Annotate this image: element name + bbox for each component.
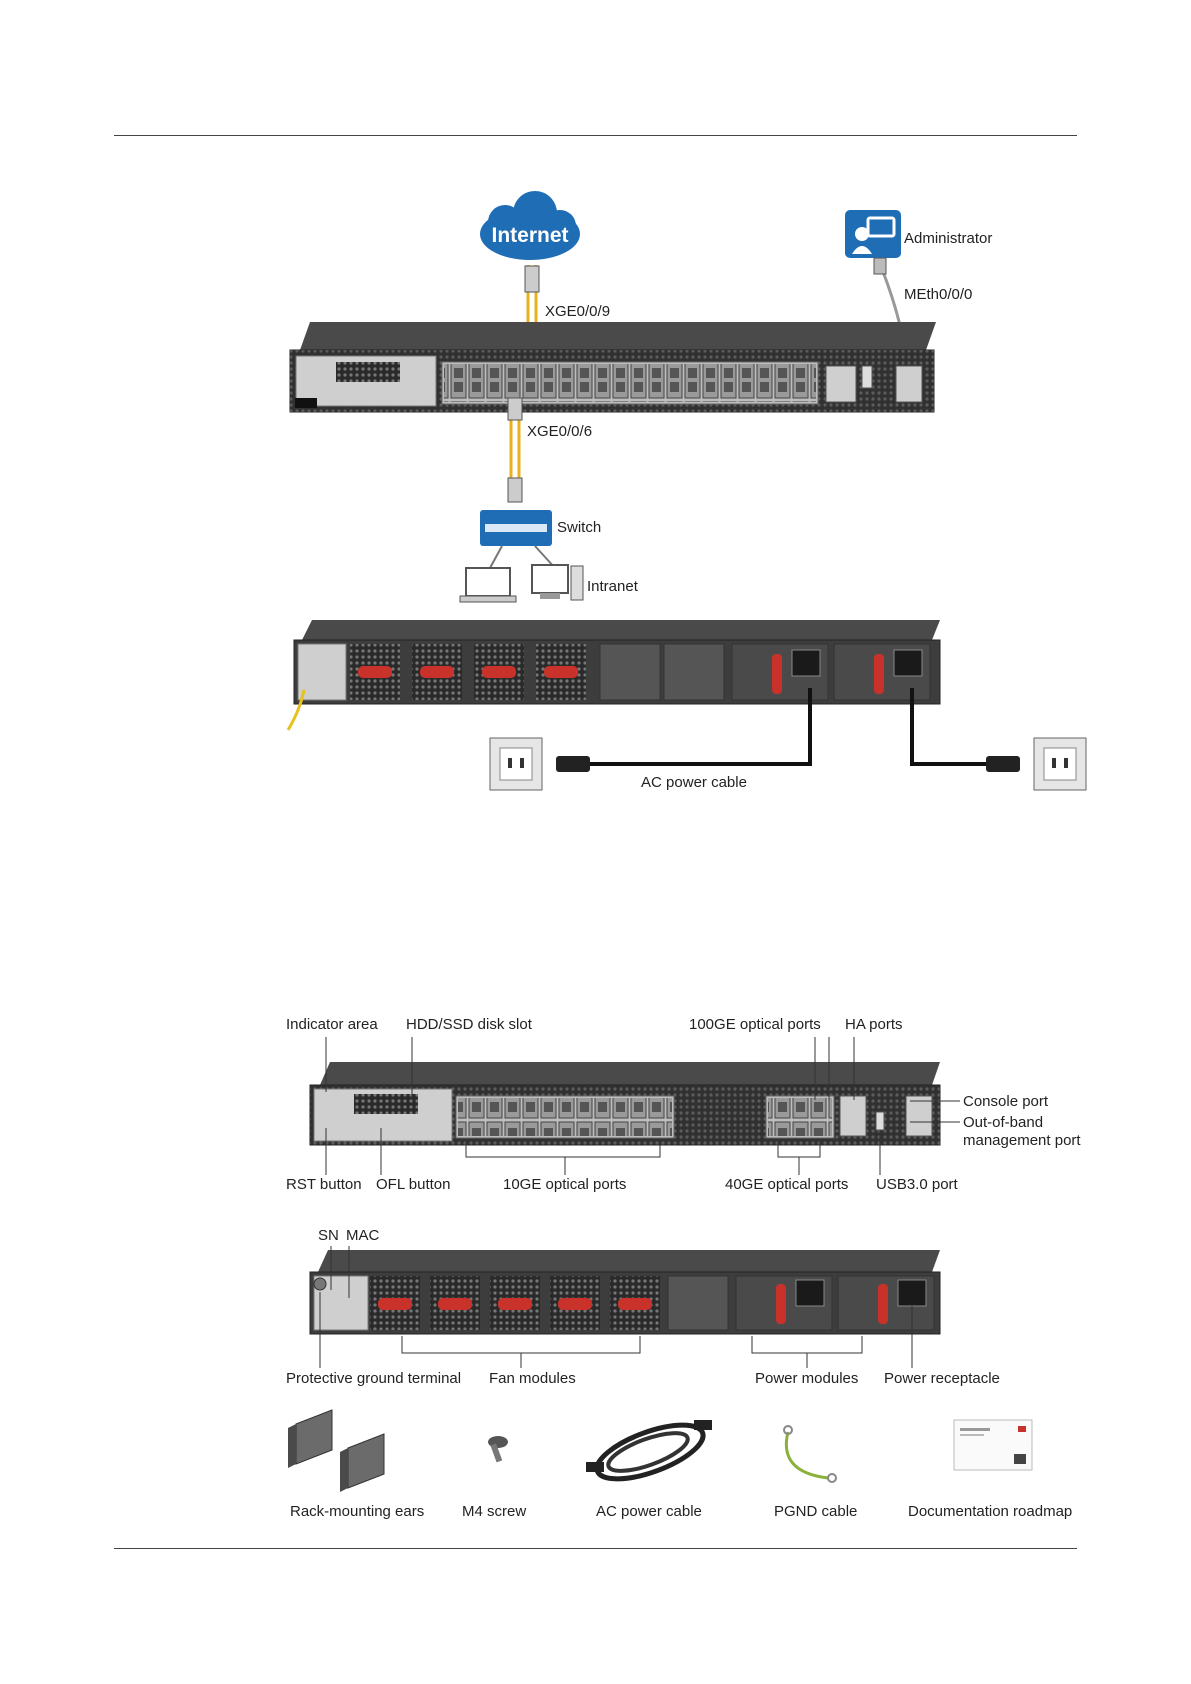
- rack-ears-label: Rack-mounting ears: [290, 1503, 424, 1520]
- front-leader-lines: [325, 1037, 960, 1175]
- ha-ports-label: HA ports: [845, 1016, 903, 1033]
- device-front-top: [289, 322, 936, 413]
- xge9-label: XGE0/0/9: [545, 303, 610, 320]
- pc-icon: [531, 564, 584, 601]
- switch-link-laptop: [489, 545, 503, 569]
- pgnd-cable-icon: [783, 1425, 837, 1483]
- m4-screw-icon: [488, 1436, 508, 1463]
- administrator-label: Administrator: [904, 230, 992, 247]
- device-front-panel: [309, 1062, 941, 1146]
- ac-cable-right: [910, 688, 990, 766]
- footer-rule: [114, 1548, 1077, 1549]
- socket-left: [489, 737, 543, 791]
- rack-ears-icon: [288, 1409, 385, 1492]
- device-rear-panel: [309, 1250, 941, 1335]
- fan-modules-label: Fan modules: [489, 1370, 576, 1387]
- ac-plug-right: [986, 756, 1020, 772]
- socket-right: [1033, 737, 1087, 791]
- header-rule: [114, 135, 1077, 136]
- meth-label: MEth0/0/0: [904, 286, 972, 303]
- documentation-roadmap-icon: [953, 1419, 1033, 1471]
- ac-power-cable-icon: [586, 1420, 712, 1482]
- fiber-xge6: [507, 397, 523, 503]
- internet-cloud: Internet: [480, 191, 580, 260]
- m4-screw-label: M4 screw: [462, 1503, 526, 1520]
- ground-terminal-label: Protective ground terminal: [286, 1370, 461, 1387]
- optical-100ge-label: 100GE optical ports: [689, 1016, 821, 1033]
- console-port-label: Console port: [963, 1093, 1049, 1110]
- ac-power-cable-accessory-label: AC power cable: [596, 1503, 702, 1520]
- usb-port-label: USB3.0 port: [876, 1176, 959, 1193]
- switch-label: Switch: [557, 519, 601, 536]
- ofl-button-label: OFL button: [376, 1176, 451, 1193]
- power-modules-label: Power modules: [755, 1370, 858, 1387]
- ac-plug-left: [556, 756, 590, 772]
- laptop-icon: [459, 567, 517, 603]
- ac-cable-left: [588, 688, 812, 766]
- oob-label-line1: Out-of-band: [963, 1114, 1043, 1131]
- hdd-slot-label: HDD/SSD disk slot: [406, 1016, 533, 1033]
- rear-leader-lines: [319, 1246, 913, 1368]
- documentation-roadmap-label: Documentation roadmap: [908, 1503, 1072, 1520]
- xge6-label: XGE0/0/6: [527, 423, 592, 440]
- sn-label: SN: [318, 1227, 339, 1244]
- optical-40ge-label: 40GE optical ports: [725, 1176, 848, 1193]
- switch-icon: [480, 510, 552, 546]
- oob-label-line2: management port: [963, 1132, 1081, 1149]
- ground-wire-top: [286, 689, 306, 731]
- meth-connector: [873, 257, 887, 275]
- internet-label: Internet: [491, 224, 568, 247]
- ac-power-cable-label: AC power cable: [641, 774, 747, 791]
- power-receptacle-label: Power receptacle: [884, 1370, 1000, 1387]
- indicator-area-label: Indicator area: [286, 1016, 378, 1033]
- administrator-icon: [845, 210, 901, 258]
- device-rear-top: [293, 620, 941, 705]
- rst-button-label: RST button: [286, 1176, 362, 1193]
- optical-10ge-label: 10GE optical ports: [503, 1176, 626, 1193]
- pgnd-cable-label: PGND cable: [774, 1503, 857, 1520]
- intranet-label: Intranet: [587, 578, 639, 595]
- mac-label: MAC: [346, 1227, 380, 1244]
